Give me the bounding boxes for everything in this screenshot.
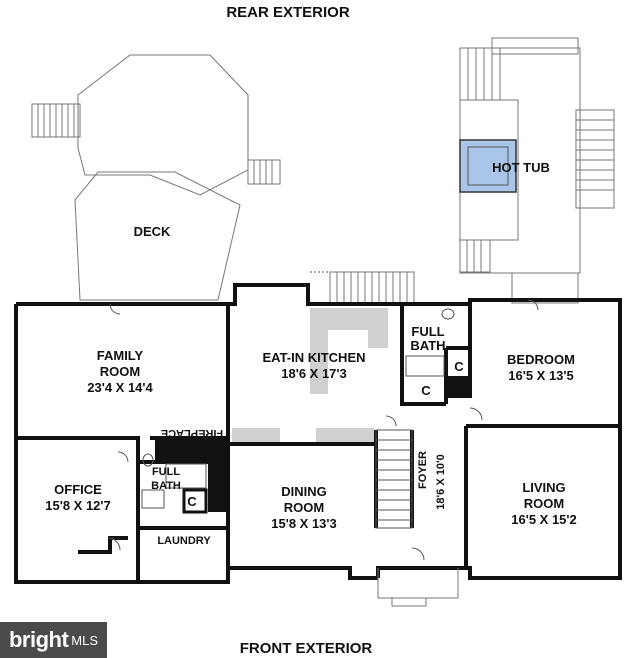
fireplace	[155, 438, 229, 460]
living-room-name-1: LIVING	[522, 480, 565, 495]
bedroom-name: BEDROOM	[507, 352, 575, 367]
bath-fixtures	[141, 308, 455, 509]
logo-suffix: MLS	[71, 632, 99, 648]
kitchen-counters	[232, 308, 388, 442]
door-swings	[107, 299, 539, 561]
laundry-label: LAUNDRY	[157, 535, 211, 547]
rear-exterior-label: REAR EXTERIOR	[226, 4, 350, 21]
family-room-name-2: ROOM	[100, 364, 140, 379]
foyer-label: FOYER	[417, 451, 429, 489]
full-bath-1-name-2: BATH	[410, 338, 445, 353]
fireplace-hearth	[210, 460, 228, 512]
front-stoop	[377, 568, 459, 607]
deck	[31, 54, 281, 301]
rear-stairs	[310, 271, 415, 305]
hot-tub	[459, 139, 517, 193]
bedroom-dimensions: 16'5 X 13'5	[508, 368, 573, 383]
closet-label-3: C	[187, 494, 197, 509]
full-bath-1-name-1: FULL	[411, 324, 444, 339]
closet-bath-2	[182, 488, 208, 514]
family-room-dimensions: 23'4 X 14'4	[87, 380, 153, 395]
deck-label: DECK	[134, 224, 171, 239]
deck-stairs-right	[247, 159, 281, 185]
full-bath-2-name-1: FULL	[152, 466, 180, 478]
dining-room-name-2: ROOM	[284, 500, 324, 515]
fireplace-label: FIREPLACE	[161, 427, 223, 439]
dining-room-name-1: DINING	[281, 484, 327, 499]
living-room-dimensions: 16'5 X 15'2	[511, 512, 576, 527]
foyer-dimensions: 18'6 X 10'0	[435, 454, 447, 509]
front-exterior-label: FRONT EXTERIOR	[240, 640, 373, 657]
kitchen-dimensions: 18'6 X 17'3	[281, 366, 346, 381]
closet-label-1: C	[454, 359, 464, 374]
logo-brand: bright	[8, 627, 69, 652]
living-room-name-2: ROOM	[524, 496, 564, 511]
deck-stairs-left	[31, 103, 81, 138]
office-name: OFFICE	[54, 482, 102, 497]
bright-mls-logo: bright MLS	[0, 622, 107, 658]
hot-tub-deck	[459, 37, 615, 304]
kitchen-name: EAT-IN KITCHEN	[262, 350, 365, 365]
family-room-name-1: FAMILY	[97, 348, 144, 363]
closet-label-2: C	[421, 383, 431, 398]
foyer-stairs	[375, 429, 413, 529]
hot-tub-label: HOT TUB	[492, 160, 550, 175]
full-bath-2-name-2: BATH	[151, 480, 181, 492]
closet-bath-1	[448, 376, 470, 398]
dining-room-dimensions: 15'8 X 13'3	[271, 516, 336, 531]
office-dimensions: 15'8 X 12'7	[45, 498, 110, 513]
